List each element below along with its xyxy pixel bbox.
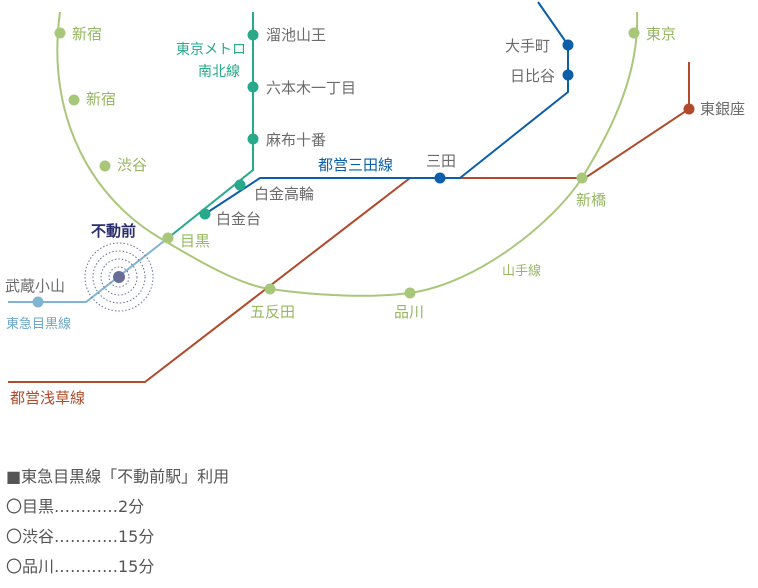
station-dot-roppongi (247, 81, 259, 93)
mita-line (204, 1, 569, 215)
access-title: ■東急目黒線「不動前駅」利用 (6, 467, 230, 486)
station-dot-meguro (162, 232, 174, 244)
label-tameike: 溜池山王 (266, 26, 326, 44)
label-meguro-line: 東急目黒線 (6, 316, 71, 332)
label-musashikoyama: 武蔵小山 (5, 277, 65, 295)
label-shinjuku-top: 新宿 (72, 25, 102, 43)
yamanote-line (56, 11, 639, 297)
label-higashiginza: 東銀座 (700, 100, 745, 118)
station-dot-shibuya (99, 160, 111, 172)
fudomae-ring-4 (84, 242, 154, 312)
fudomae-ring-2 (100, 258, 138, 296)
label-shinagawa: 品川 (394, 303, 424, 321)
label-otemachi: 大手町 (505, 37, 550, 55)
station-dot-shinjuku (68, 94, 80, 106)
access-info: ■東急目黒線「不動前駅」利用 〇目黒…………2分 〇渋谷…………15分 〇品川…… (6, 462, 229, 582)
station-dot-fudomae (113, 271, 125, 283)
label-shirokanetakanawa: 白金高輪 (254, 185, 314, 203)
label-fudomae: 不動前 (91, 222, 136, 240)
station-dot-otemachi (562, 39, 574, 51)
station-dot-mita (434, 172, 446, 184)
label-nanboku-line-2: 南北線 (198, 64, 240, 80)
nanboku-line (167, 12, 254, 239)
label-mita-line: 都営三田線 (318, 156, 393, 174)
fudomae-ring-1 (108, 266, 130, 288)
station-dot-tokyo (628, 27, 640, 39)
fudomae-rings (84, 242, 154, 312)
fudomae-ring-3 (92, 250, 146, 304)
label-gotanda: 五反田 (250, 303, 295, 321)
access-route-shibuya: 〇渋谷…………15分 (6, 527, 155, 546)
label-hibiya: 日比谷 (510, 67, 555, 85)
label-nanboku-line-1: 東京メトロ (176, 42, 246, 58)
access-route-meguro: 〇目黒…………2分 (6, 497, 145, 516)
station-dot-shirokanetakanawa (234, 179, 246, 191)
station-dot-tameike (247, 29, 259, 41)
station-dot-azabu (247, 133, 259, 145)
label-shibuya: 渋谷 (117, 156, 147, 174)
station-dot-gotanda (264, 283, 276, 295)
label-asakusa-line: 都営浅草線 (10, 389, 85, 407)
label-roppongi: 六本木一丁目 (266, 79, 356, 97)
label-shinbashi: 新橋 (576, 191, 606, 209)
asakusa-line (8, 62, 690, 383)
label-shirokanedai: 白金台 (216, 210, 261, 228)
station-dot-shinjuku-top (54, 27, 66, 39)
access-route-shinagawa: 〇品川…………15分 (6, 557, 155, 576)
label-mita: 三田 (426, 152, 456, 170)
label-shinjuku: 新宿 (86, 90, 116, 108)
label-azabu: 麻布十番 (266, 131, 326, 149)
label-meguro: 目黒 (180, 232, 210, 250)
station-dot-shirokanedai (199, 208, 211, 220)
label-tokyo: 東京 (646, 25, 676, 43)
station-dot-shinbashi (576, 172, 588, 184)
station-dot-hibiya (562, 69, 574, 81)
station-dot-higashiginza (683, 103, 695, 115)
station-dot-musashikoyama (32, 296, 44, 308)
station-dot-shinagawa (404, 287, 416, 299)
label-yamanote-line: 山手線 (502, 263, 541, 279)
